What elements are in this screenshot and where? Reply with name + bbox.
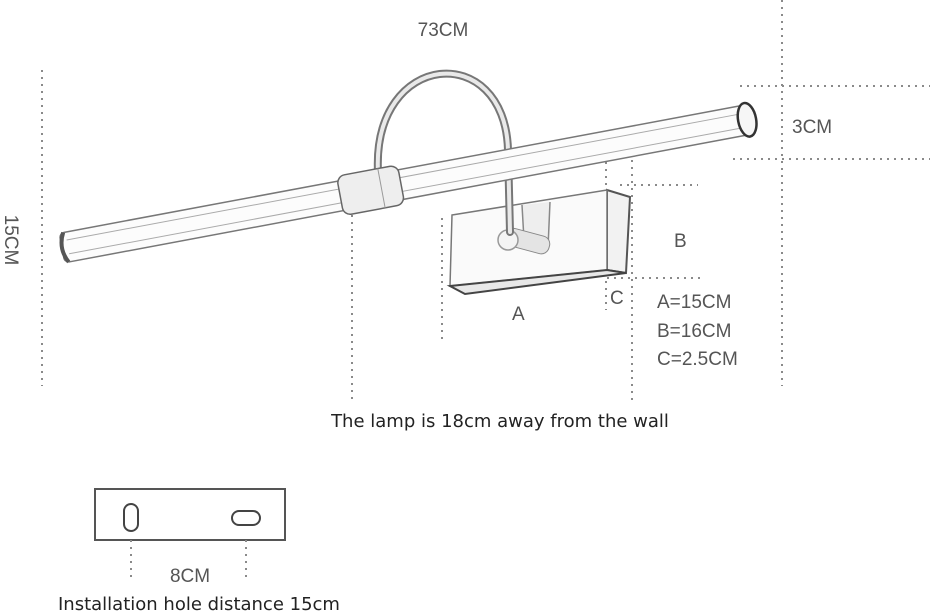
spec-c: C=2.5CM <box>657 349 738 370</box>
installation-caption: Installation hole distance 15cm <box>58 594 340 614</box>
vertical-hole <box>123 503 139 532</box>
label-b: B <box>674 231 687 252</box>
tube-end-cap <box>736 101 758 138</box>
wall-plate <box>446 188 632 296</box>
spec-a: A=15CM <box>657 292 731 313</box>
label-a: A <box>512 304 525 325</box>
tube-sleeve <box>337 165 405 216</box>
tube-diameter-label: 3CM <box>792 117 832 138</box>
spec-b: B=16CM <box>657 321 731 342</box>
length-label: 73CM <box>418 20 469 41</box>
horizontal-hole <box>231 510 261 526</box>
dimension-guides <box>41 0 930 400</box>
mounting-plate <box>94 488 286 578</box>
label-c: C <box>610 288 624 309</box>
wall-distance-caption: The lamp is 18cm away from the wall <box>330 411 669 432</box>
lamp-arm <box>373 69 514 236</box>
height-label: 15CM <box>0 215 21 266</box>
hole-spacing-label: 8CM <box>170 566 210 587</box>
lamp-tube <box>59 101 758 264</box>
